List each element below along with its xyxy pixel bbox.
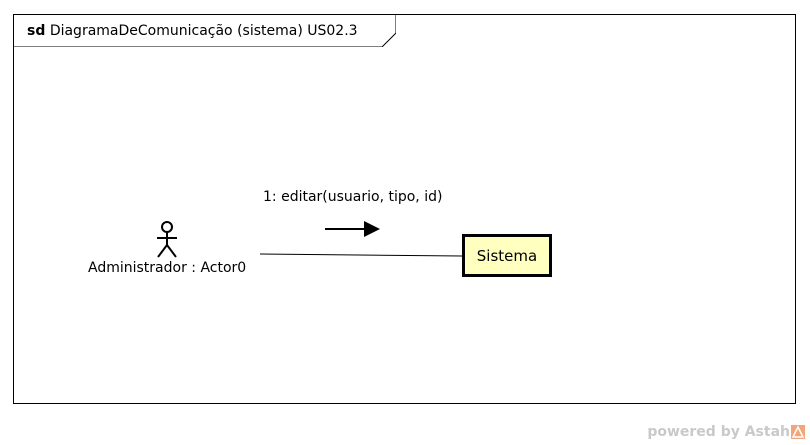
actor-stick-figure-icon[interactable] xyxy=(150,221,184,259)
watermark-text: powered by Astah xyxy=(647,424,790,440)
lifeline-sistema[interactable]: Sistema xyxy=(462,234,552,277)
actor-label: Administrador : Actor0 xyxy=(88,260,247,276)
astah-logo-icon xyxy=(791,425,805,439)
frame-keyword: sd xyxy=(27,23,46,39)
frame-title: sd DiagramaDeComunicação (sistema) US02.… xyxy=(27,23,358,39)
frame-tab-outline xyxy=(14,15,396,47)
diagram-frame: sd DiagramaDeComunicação (sistema) US02.… xyxy=(13,14,796,404)
lifeline-label: Sistema xyxy=(476,246,538,265)
frame-name-tab: sd DiagramaDeComunicação (sistema) US02.… xyxy=(14,15,396,47)
message-arrow-icon xyxy=(325,221,380,237)
association-link[interactable] xyxy=(259,253,463,257)
message-label: 1: editar(usuario, tipo, id) xyxy=(263,189,443,205)
watermark: powered by Astah xyxy=(647,424,805,440)
frame-name: DiagramaDeComunicação (sistema) US02.3 xyxy=(49,23,358,39)
